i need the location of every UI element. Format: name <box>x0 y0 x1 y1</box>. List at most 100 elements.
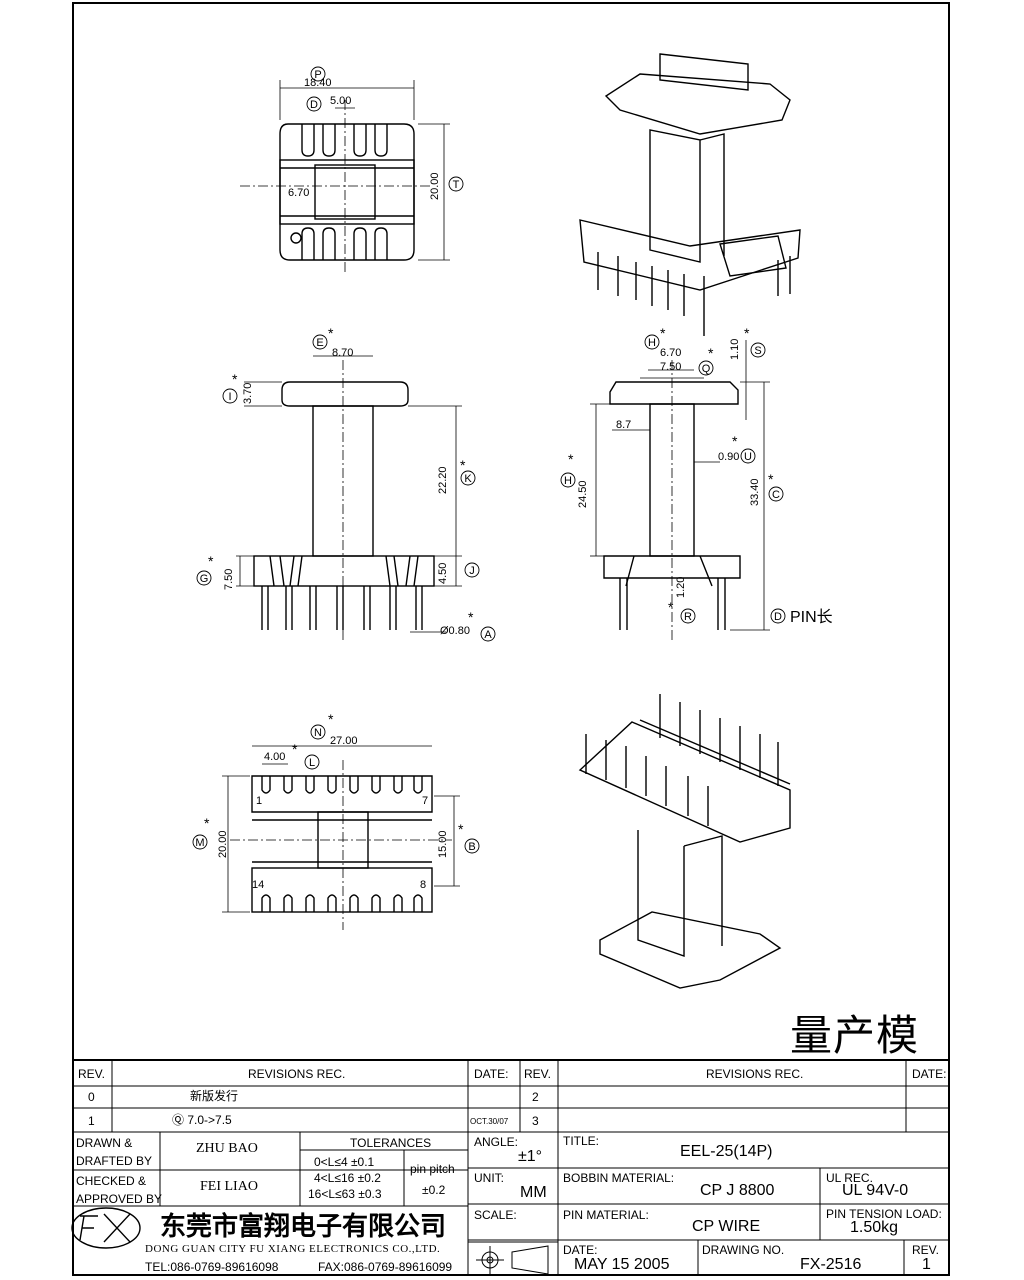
drawing-frame <box>72 2 950 1276</box>
tolerance-1: 0<L≤4 ±0.1 <box>314 1155 375 1169</box>
star-mark: * <box>468 609 474 625</box>
bobbin-material: CP J 8800 <box>700 1182 775 1199</box>
revisions-header: REVISIONS REC. <box>248 1067 346 1081</box>
dim-height: 20.00 <box>429 172 441 200</box>
bobbin-material-label: BOBBIN MATERIAL: <box>563 1171 675 1185</box>
dim-height-bottom: 20.00 <box>217 830 229 858</box>
star-mark: * <box>204 815 210 831</box>
star-mark: * <box>460 457 466 473</box>
dim-slot-width: 5.00 <box>330 95 351 107</box>
checked-by: FEI LIAO <box>200 1179 258 1194</box>
company-logo <box>71 1207 141 1249</box>
isometric-view-top <box>579 53 801 336</box>
dim-pin-dia: Ø0.80 <box>440 625 470 637</box>
callout-p: P <box>314 69 321 81</box>
date-value: MAY 15 2005 <box>574 1256 670 1273</box>
production-mark: 量产模 <box>790 1011 920 1060</box>
callout-d2: D <box>774 611 782 623</box>
side-view <box>590 340 770 640</box>
tension-value: 1.50kg <box>850 1219 899 1236</box>
dim-w2: 7.50 <box>660 361 681 373</box>
drawing-title: EEL-25(14P) <box>680 1143 773 1160</box>
rev-value: 1 <box>922 1256 931 1273</box>
callout-g: G <box>200 573 209 585</box>
tension-label: PIN TENSION LOAD: <box>826 1207 942 1221</box>
callout-q: Q <box>702 363 711 375</box>
isometric-view-bottom <box>578 694 791 989</box>
star-mark: * <box>328 325 334 341</box>
title-block-grid <box>72 1059 950 1276</box>
dim-total: 33.40 <box>749 478 761 506</box>
callout-h1: H <box>648 337 656 349</box>
callout-d: D <box>310 99 318 111</box>
star-mark: * <box>660 325 666 341</box>
tolerance-3: 16<L≤63 ±0.3 <box>308 1187 382 1201</box>
pin-material-label: PIN MATERIAL: <box>563 1208 649 1222</box>
callout-e: E <box>316 337 323 349</box>
callout-k: K <box>464 473 472 485</box>
tolerance-2: 4<L≤16 ±0.2 <box>314 1171 381 1185</box>
drawing-no-label: DRAWING NO. <box>702 1243 785 1257</box>
pin-8-label: 8 <box>420 879 426 891</box>
dim-core-width: 6.70 <box>288 187 309 199</box>
scale-label: SCALE: <box>474 1208 517 1222</box>
rev-2: 2 <box>532 1090 539 1104</box>
callout-u: U <box>744 451 752 463</box>
front-view <box>236 355 462 640</box>
rev-0: 0 <box>88 1090 95 1104</box>
company-name-cn: 东莞市富翔电子有限公司 <box>160 1212 447 1242</box>
star-mark: * <box>458 821 464 837</box>
dim-flange-t: 1.10 <box>729 339 741 360</box>
tolerances-header: TOLERANCES <box>350 1136 432 1150</box>
top-view <box>240 80 450 275</box>
checked-by-label: CHECKED & APPROVED BY <box>76 1174 163 1206</box>
date-label: DATE: <box>563 1243 598 1257</box>
rev-label: REV. <box>912 1243 939 1257</box>
star-mark: * <box>708 345 714 361</box>
star-mark: * <box>292 741 298 757</box>
angle-label: ANGLE: <box>474 1135 519 1149</box>
callout-l: L <box>309 757 315 769</box>
ul-label: UL REC. <box>826 1171 873 1185</box>
title-label: TITLE: <box>563 1134 600 1148</box>
dim-core: 8.70 <box>332 347 353 359</box>
star-mark: * <box>732 433 738 449</box>
ul-value: UL 94V-0 <box>842 1182 909 1199</box>
dim-row-gap: 15.00 <box>437 830 449 858</box>
pin-pitch-label: pin pitch <box>410 1162 455 1176</box>
dim-window: 22.20 <box>437 466 449 494</box>
pin-length-note: PIN长 <box>790 608 833 626</box>
revisions-header-2: REVISIONS REC. <box>706 1067 804 1081</box>
rev-header-2: REV. <box>524 1067 551 1081</box>
star-mark: * <box>208 553 214 569</box>
company-tel: TEL:086-0769-89616098 <box>145 1260 279 1274</box>
callout-i: I <box>228 391 231 403</box>
callout-h2: H <box>564 475 572 487</box>
pin-pitch-value: ±0.2 <box>422 1183 446 1197</box>
dim-flange: 3.70 <box>242 383 254 404</box>
company-name-en: DONG GUAN CITY FU XIANG ELECTRONICS CO.,… <box>145 1243 441 1255</box>
callout-s: S <box>754 345 761 357</box>
dim-w1: 6.70 <box>660 347 681 359</box>
bottom-view <box>222 745 460 930</box>
dim-pin-gap: 1.20 <box>675 577 687 598</box>
callout-c: C <box>772 489 780 501</box>
rev-1: 1 <box>88 1114 95 1128</box>
dim-base-total: 7.50 <box>223 569 235 590</box>
drawn-by-label: DRAWN & DRAFTED BY <box>76 1136 153 1168</box>
pin-material: CP WIRE <box>692 1218 761 1235</box>
pin-7-label: 7 <box>422 795 428 807</box>
pin-1-label: 1 <box>256 795 262 807</box>
dim-width-overall: 18.40 <box>304 77 332 89</box>
date-header: DATE: <box>474 1067 509 1081</box>
projection-symbol <box>476 1245 549 1275</box>
dim-base: 4.50 <box>437 563 449 584</box>
angle-value: ±1° <box>518 1148 543 1165</box>
callout-n: N <box>314 727 322 739</box>
callout-a: A <box>484 629 492 641</box>
star-mark: * <box>568 451 574 467</box>
dim-window-side: 24.50 <box>577 480 589 508</box>
rev-header: REV. <box>78 1067 105 1081</box>
unit-value: MM <box>520 1184 547 1201</box>
